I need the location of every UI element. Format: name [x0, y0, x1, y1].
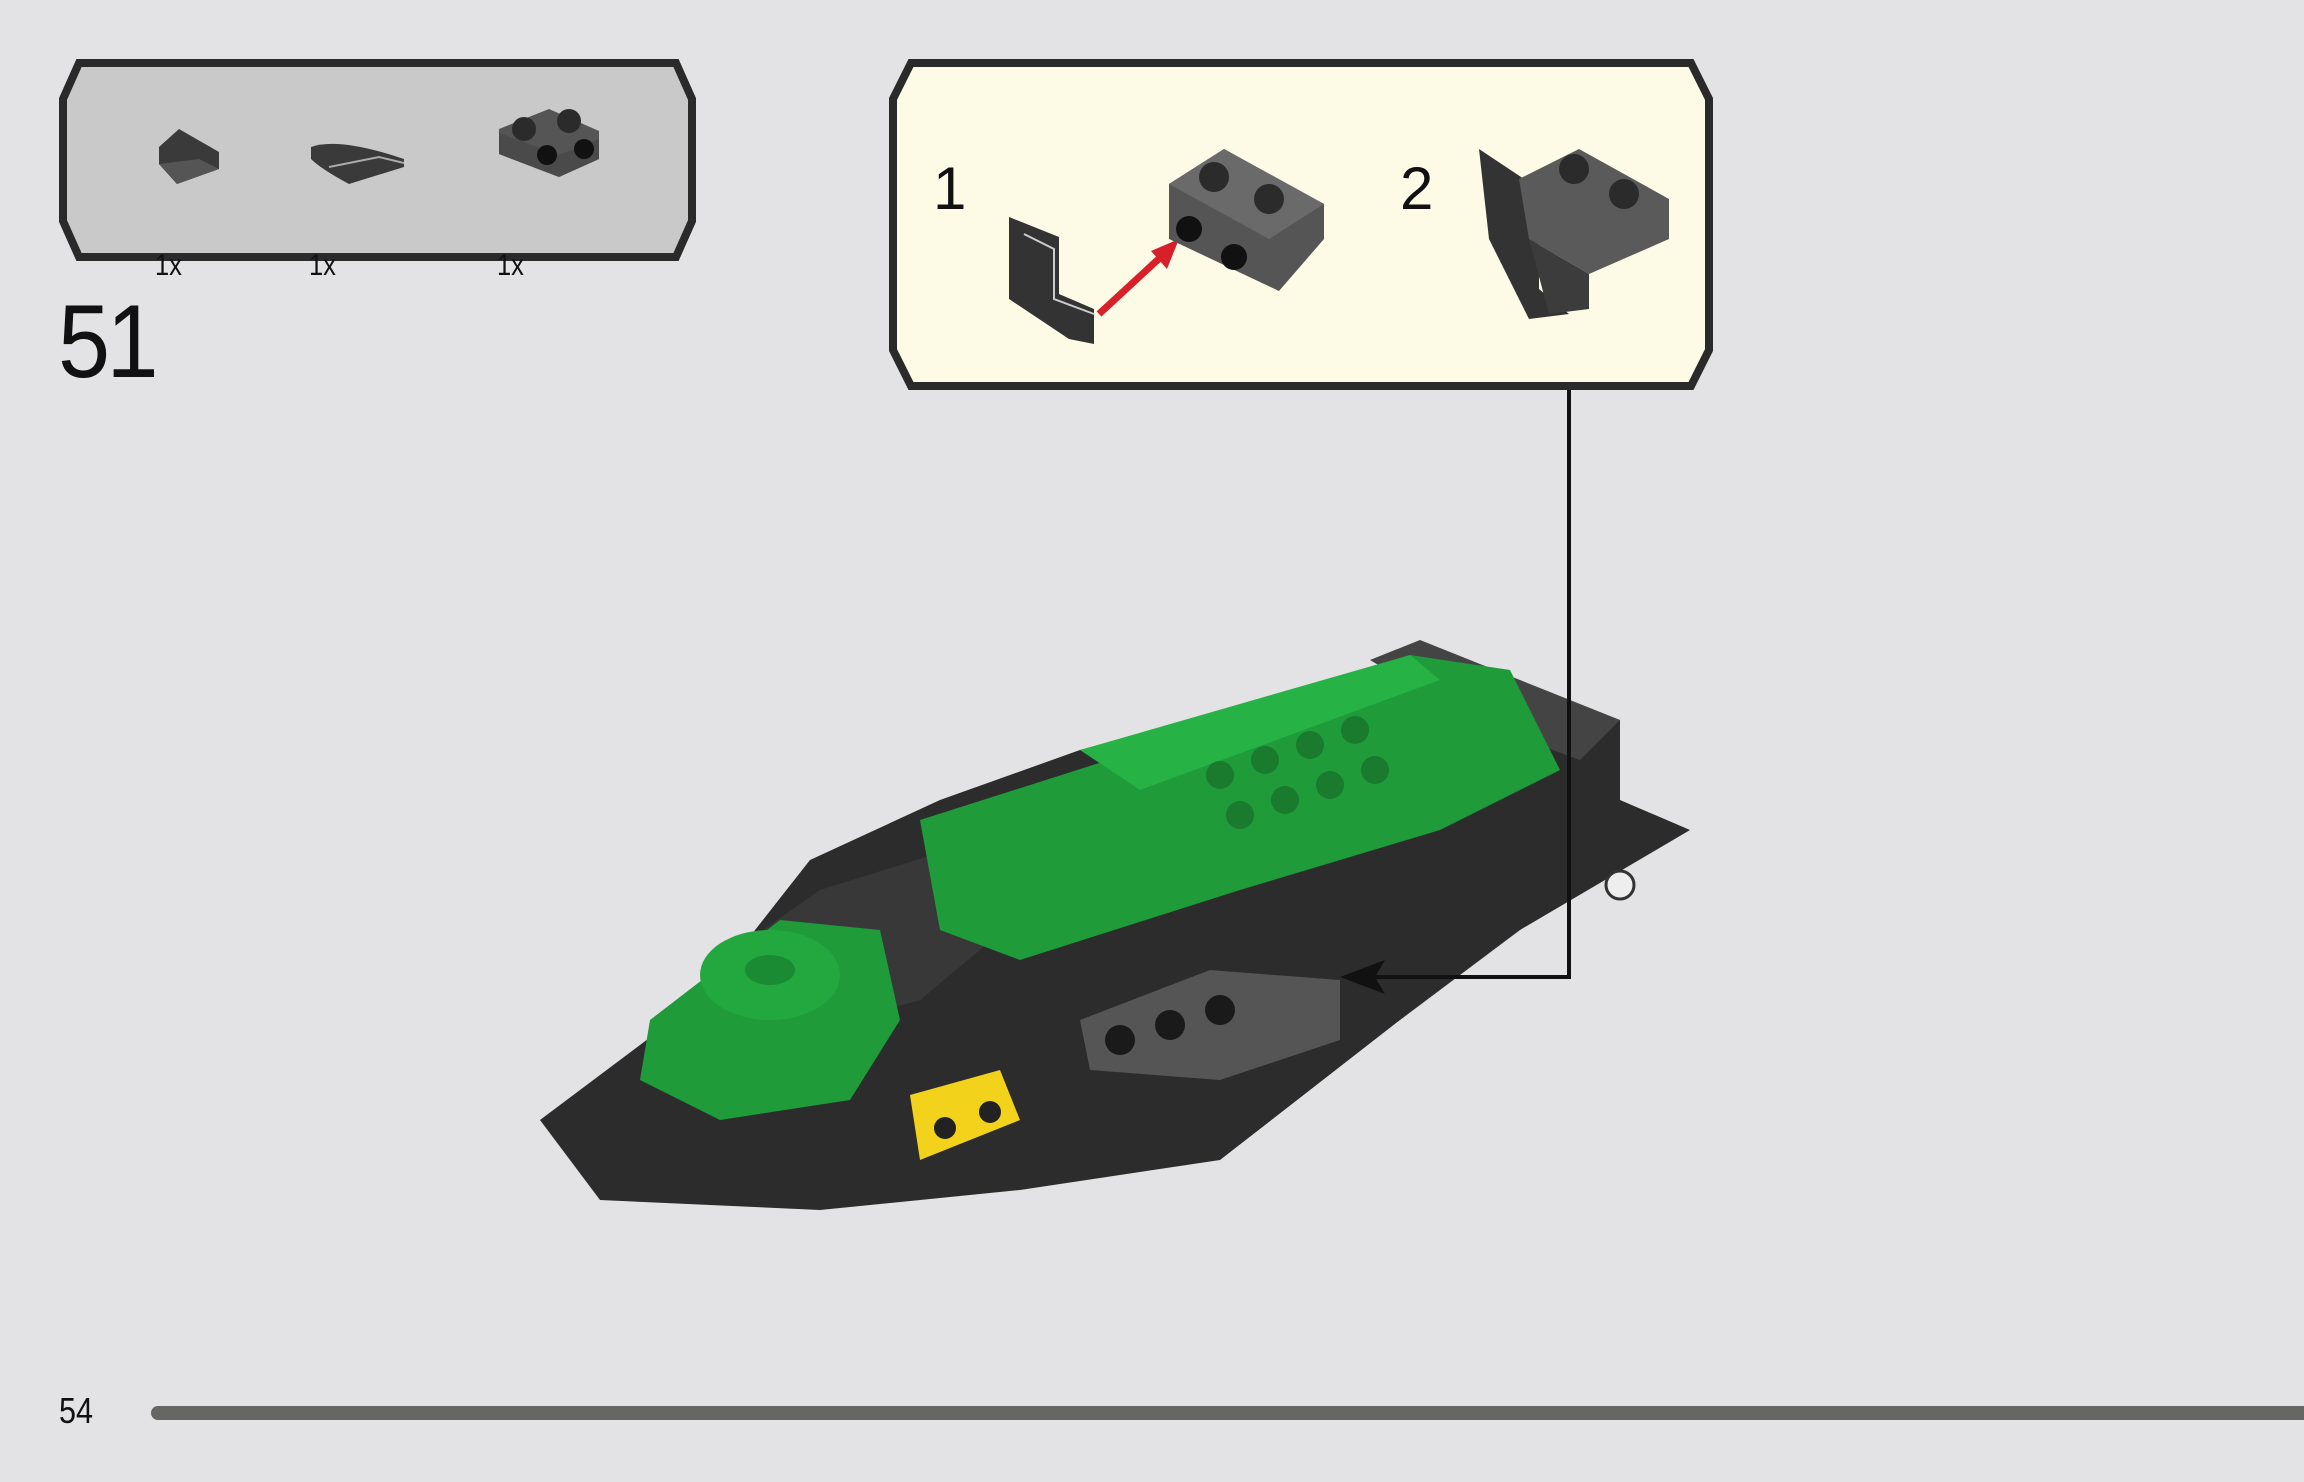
callout-frame: [889, 59, 1713, 390]
new-bracket-installed: [1080, 970, 1340, 1080]
step-number: 51: [58, 284, 159, 400]
bracket-plate-icon: [1169, 149, 1324, 291]
parts-box-frame: [59, 59, 696, 261]
curved-slope-dark-gray-icon: [311, 143, 405, 184]
part-quantity: 1x: [155, 249, 182, 282]
yellow-brick: [910, 1070, 1020, 1160]
page-number: 54: [59, 1390, 94, 1431]
progress-bar: [151, 1406, 2304, 1420]
assembly-arrow-icon: [1096, 239, 1179, 317]
assembled-piece-icon: [1479, 149, 1669, 319]
curved-slope-piece-icon: [1009, 217, 1095, 344]
slope-brick-dark-gray-icon: [159, 129, 219, 184]
car-model-illustration: [520, 600, 1720, 1240]
rear-pin-icon: [1604, 869, 1636, 901]
substep-number: 1: [933, 155, 967, 222]
part-quantity: 1x: [497, 249, 524, 282]
parts-list-box: 1x 1x 1x: [59, 59, 696, 282]
substep-number: 2: [1400, 155, 1434, 222]
part-quantity: 1x: [309, 249, 336, 282]
bracket-plate-dark-gray-icon: [499, 109, 599, 177]
sub-assembly-callout: 1 2: [889, 59, 1713, 390]
